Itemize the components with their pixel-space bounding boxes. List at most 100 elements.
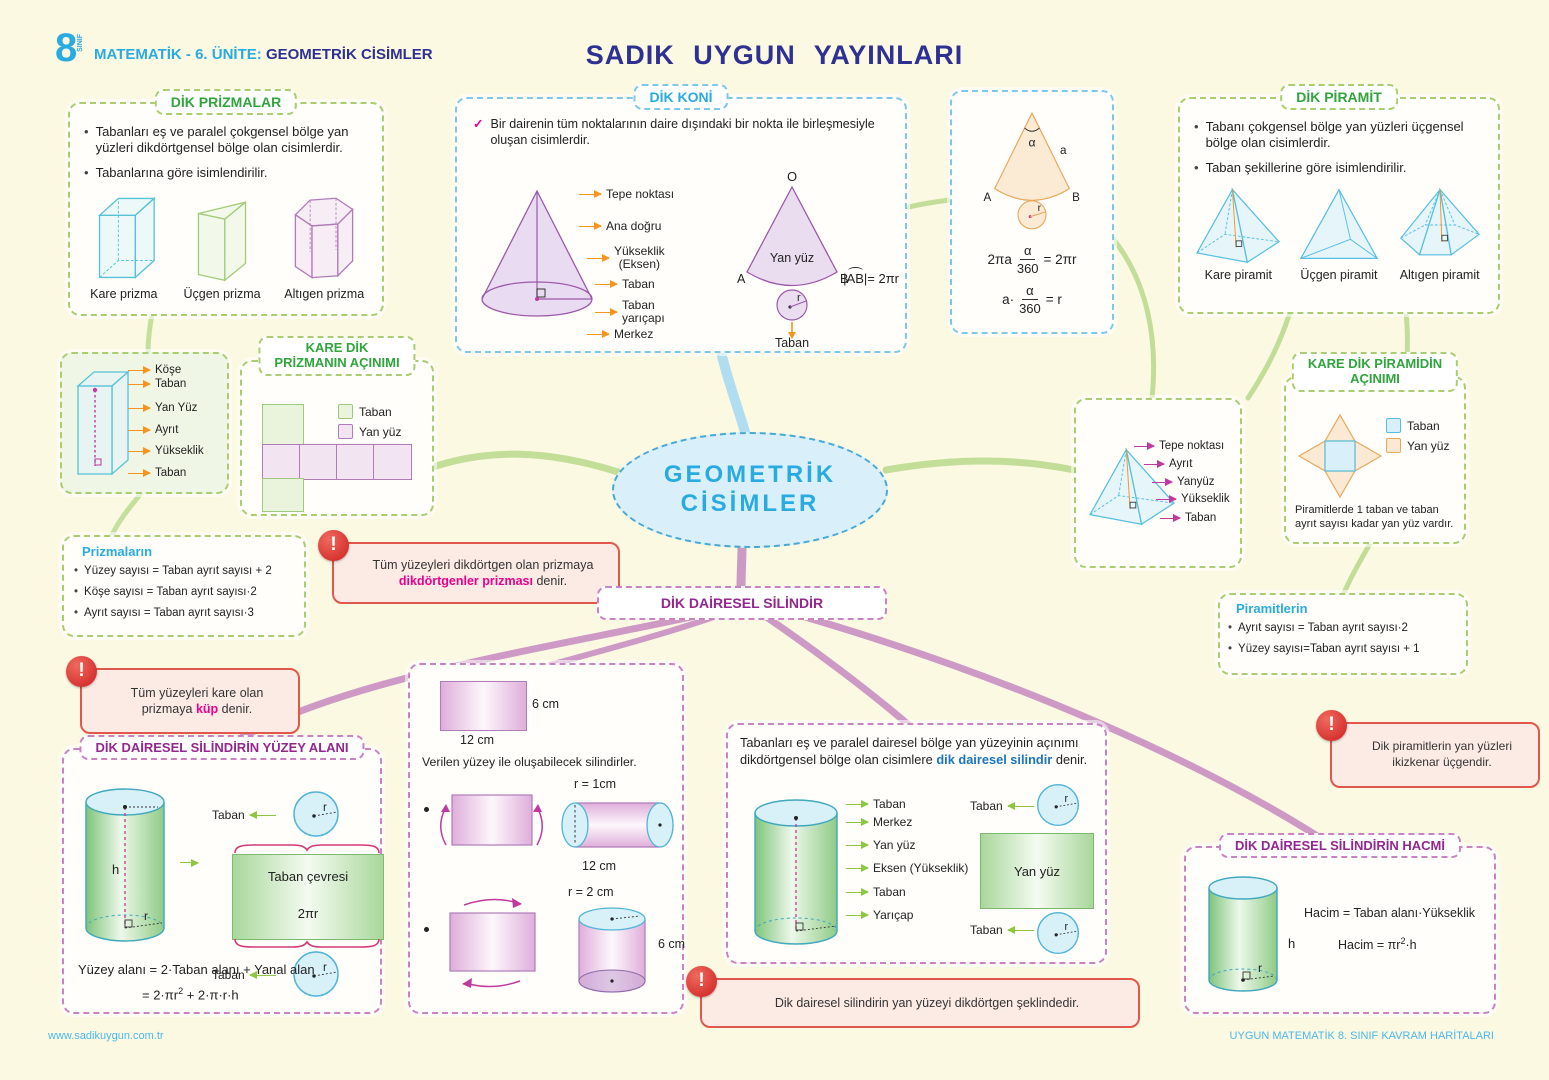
surface-net-lateral-rect: Taban çevresi 2πr [232, 854, 384, 940]
surface-net-base-top: Taban [212, 808, 276, 822]
cloud-title-line2: CİSİMLER [680, 490, 820, 517]
cylinder-vertical-figure [578, 907, 646, 993]
net-lateral-rect [262, 444, 301, 480]
exclamation-icon: ! [1316, 710, 1347, 741]
cone-diagram: Tepe noktası Ana doğru Yükseklik(Eksen) … [475, 177, 745, 347]
orange-arrow-icon [128, 366, 151, 374]
cylinder1-length-label: 12 cm [582, 859, 617, 873]
prizmalar-bullet-1: Tabanları eş ve paralel çokgensel bölge … [84, 124, 368, 157]
formation-rect [440, 681, 527, 731]
prism-rules-title: Prizmaların [82, 544, 153, 559]
pyramid-rules-title: Piramitlerin [1236, 601, 1308, 616]
surface-2pir-label: 2πr [297, 906, 319, 921]
volume-r-label: r [1258, 961, 1262, 975]
bullet-dot-icon [424, 807, 429, 812]
green-arrow-icon [846, 864, 869, 872]
square-pyramid-figure [1196, 187, 1281, 264]
net-lateral-rect [299, 444, 338, 480]
prism-rule-vertices: Köşe sayısı = Taban ayrıt sayısı·2 [74, 586, 272, 598]
piramit-bullet-2: Taban şekillerine göre isimlendirilir. [1194, 160, 1484, 176]
base-swatch-icon [338, 404, 353, 419]
cyl-net-circle-bottom: r [1037, 912, 1079, 954]
triangular-prism-label: Üçgen prizma [183, 286, 261, 301]
cylinder-horizontal-figure [561, 802, 674, 848]
orange-arrow-icon [128, 426, 151, 434]
central-topic-cloud: GEOMETRİK CİSİMLER [612, 432, 888, 548]
pyramid-anatomy-figure [1089, 447, 1175, 526]
green-arrow-icon [846, 888, 869, 896]
pyramid-net-note: Piramitlerde 1 taban ve taban ayrıt sayı… [1295, 504, 1454, 530]
prism-label-lateral-face: Yan Yüz [128, 402, 197, 414]
cyl-net-circle-top: r [1037, 784, 1079, 826]
panel-dik-prizmalar-title: DİK PRİZMALAR [154, 89, 298, 115]
panel-cylinder-surface-area-title: DİK DAİRESEL SİLİNDİRİN YÜZEY ALANI [79, 735, 365, 760]
cone-label-base: Taban [595, 277, 655, 291]
orange-arrow-icon [128, 447, 151, 455]
lateral-swatch-icon [338, 424, 353, 439]
green-arrow-icon [846, 818, 869, 826]
cone-net-A: A [737, 272, 746, 286]
unit-title: GEOMETRİK CİSİMLER [265, 46, 433, 63]
green-arrow-icon [846, 841, 869, 849]
brace-bottom-icon [234, 938, 380, 948]
triangular-pyramid-label: Üçgen piramit [1300, 267, 1378, 282]
cone-label-height: Yükseklik(Eksen) [587, 244, 665, 271]
warning-rectangular-prism: ! Tüm yüzeyleri dikdörtgen olan prizmaya… [318, 530, 620, 604]
orange-arrow-icon [128, 469, 151, 477]
cyl-label-radius: Yarıçap [846, 908, 913, 922]
volume-h-label: h [1288, 936, 1296, 951]
cone-net-side-label: Yan yüz [770, 251, 814, 265]
cyl-label-base-top: Taban [846, 797, 906, 811]
orange-arrow-icon [579, 190, 602, 198]
pyramid-label-apex: Tepe noktası [1134, 440, 1224, 452]
magenta-arrow-icon [1160, 514, 1181, 522]
cyl-label-center: Merkez [846, 815, 912, 829]
panel-prism-rules: Prizmaların Yüzey sayısı = Taban ayrıt s… [62, 535, 306, 637]
sector-a: a [1060, 144, 1067, 157]
cylinder1-radius-label: r = 1cm [574, 777, 617, 791]
cone-net-B: B [840, 272, 848, 286]
cyl-label-axis: Eksen (Yükseklik) [846, 861, 968, 875]
pyramid-rule-faces: Yüzey sayısı=Taban ayrıt sayısı + 1 [1228, 643, 1420, 655]
cyl-net-base-top: Taban [970, 799, 1034, 813]
green-arrow-icon [846, 800, 869, 808]
surface-net-circle-top: r [293, 791, 339, 837]
unit-prefix: MATEMATİK - 6. ÜNİTE: [94, 46, 262, 63]
magenta-arrow-icon [1134, 442, 1155, 450]
net-base-rect-top [262, 404, 304, 446]
warning-cube: ! Tüm yüzeyleri kare olan prizmaya küp d… [66, 656, 300, 734]
cone-label-apex: Tepe noktası [579, 187, 674, 201]
surface-formula-2: = 2·πr2 + 2·π·r·h [142, 986, 239, 1003]
magenta-arrow-icon [1152, 478, 1173, 486]
net-lateral-rect [336, 444, 375, 480]
surface-cylinder-figure: h r [85, 788, 165, 942]
unit-line: MATEMATİK - 6. ÜNİTE: GEOMETRİK CİSİMLER [94, 46, 433, 63]
net-lateral-rect [373, 444, 412, 480]
orange-arrow-icon [595, 308, 618, 317]
hexagonal-pyramid-label: Altıgen piramit [1399, 267, 1480, 282]
pyramid-label-base: Taban [1160, 512, 1216, 524]
footer-website-link[interactable]: www.sadikuygun.com.tr [48, 1030, 164, 1042]
koni-desc: Bir dairenin tüm noktalarının daire dışı… [490, 117, 875, 148]
surface-circumference-label: Taban çevresi [267, 869, 349, 884]
formation-width-label: 12 cm [460, 733, 495, 747]
panel-dik-koni: DİK KONİ ✓ Bir dairenin tüm noktalarının… [455, 84, 907, 353]
square-prism-label: Kare prizma [90, 286, 158, 301]
hexagonal-prism-label: Altıgen prizma [284, 286, 365, 301]
surface-net-circle-bottom: r [293, 951, 339, 997]
surface-h-label: h [112, 862, 119, 877]
panel-cylinder-surface-area: DİK DAİRESEL SİLİNDİRİN YÜZEY ALANI h r … [62, 735, 384, 1014]
anatomy-cylinder-figure [754, 799, 838, 945]
volume-formula-1: Hacim = Taban alanı·Yükseklik [1304, 906, 1476, 920]
arc-length-formula: |AB|= 2πr [843, 267, 899, 286]
panel-dik-piramit: DİK PİRAMİT Tabanı çokgensel bölge yan y… [1178, 84, 1500, 314]
sector-A: A [983, 191, 991, 204]
panel-cylinder-formation: 6 cm 12 cm Verilen yüzey ile oluşabilece… [408, 663, 686, 1014]
cylinder2-height-label: 6 cm [658, 937, 686, 951]
panel-dik-koni-title: DİK KONİ [633, 84, 729, 110]
orange-arrow-icon [587, 254, 610, 263]
prism-rule-faces: Yüzey sayısı = Taban ayrıt sayısı + 2 [74, 565, 272, 577]
brace-top-icon [234, 844, 380, 854]
